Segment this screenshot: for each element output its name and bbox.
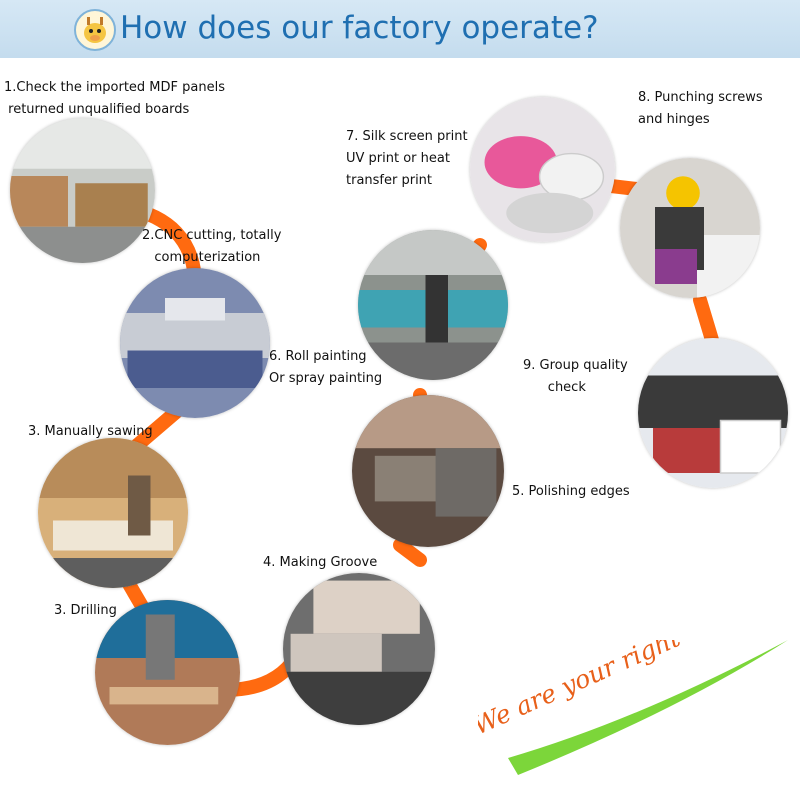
- slogan-graphic: We are your right option: [478, 640, 788, 775]
- giraffe-icon: [74, 9, 116, 51]
- photo-punching-screws: [620, 158, 760, 298]
- step-6-label: 6. Roll painting Or spray painting: [269, 349, 383, 386]
- step-5-label: 5. Polishing edges: [512, 484, 630, 499]
- step-9-label: 9. Group quality check: [523, 358, 628, 395]
- photo-group-quality-check: [638, 338, 788, 488]
- swoosh-stroke: [508, 640, 788, 775]
- header-banner: How does our factory operate?: [0, 0, 800, 58]
- page-title: How does our factory operate?: [120, 10, 599, 46]
- step-1-label: 1.Check the imported MDF panels returned…: [4, 80, 225, 117]
- step-3-sawing-label: 3. Manually sawing: [28, 424, 153, 439]
- step-2-label: 2.CNC cutting, totally computerization: [142, 228, 282, 265]
- step-3-drilling-label: 3. Drilling: [54, 603, 117, 618]
- photo-silk-screen-print: [470, 97, 615, 242]
- photo-polishing-edges: [352, 395, 504, 547]
- step-7-label: 7. Silk screen print UV print or heat tr…: [346, 129, 468, 188]
- photo-roll-painting: [358, 230, 508, 380]
- step-4-label: 4. Making Groove: [263, 555, 378, 570]
- photo-manual-sawing: [38, 438, 188, 588]
- photo-making-groove: [283, 573, 435, 725]
- photo-warehouse: [10, 118, 155, 263]
- photo-cnc-cutting: [120, 268, 270, 418]
- step-8-label: 8. Punching screws and hinges: [638, 90, 763, 127]
